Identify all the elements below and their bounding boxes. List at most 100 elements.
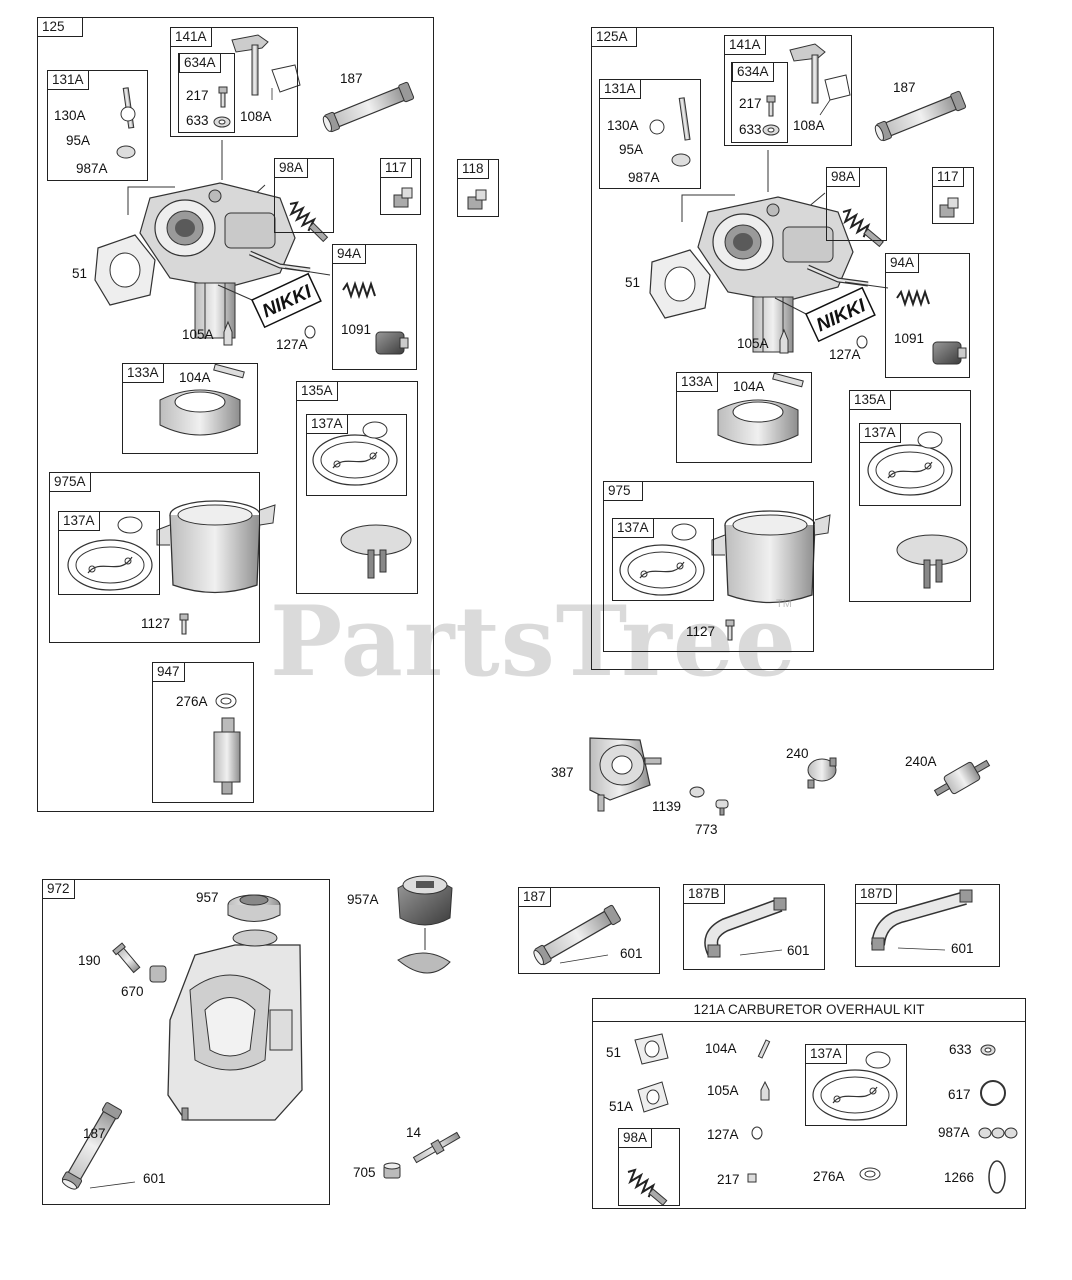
- fitting-117-right: [939, 197, 959, 218]
- carburetor-left: [127, 140, 331, 338]
- throttle-arm-141A-right: [789, 43, 851, 104]
- trademark-mark: TM: [776, 598, 792, 610]
- box-label: 187: [518, 887, 551, 907]
- oring-137A-right: [917, 431, 943, 449]
- kit-gasket-51: [634, 1033, 669, 1065]
- solenoid-947: [213, 717, 241, 795]
- box-label: 118: [457, 159, 489, 179]
- box-634A-left: 634A: [178, 53, 235, 133]
- part-label: 108A: [793, 118, 825, 133]
- part-label: 187: [893, 80, 916, 95]
- part-label: 987A: [628, 170, 660, 185]
- part-label: 957A: [347, 892, 379, 907]
- part-label: 1139: [652, 799, 682, 814]
- box-label: 137A: [306, 414, 348, 434]
- part-label: 127A: [276, 337, 308, 352]
- part-label: 108A: [240, 109, 272, 124]
- float-133A-right: [717, 372, 804, 446]
- kit-oring-1266: [988, 1160, 1006, 1194]
- part-label: 95A: [66, 133, 91, 148]
- part-label: 104A: [733, 379, 765, 394]
- box-135A-left: 135A: [296, 381, 418, 594]
- washer-1139: [689, 786, 705, 798]
- box-141A-left: 141A: [170, 27, 298, 137]
- needle-105A-right: [779, 328, 789, 354]
- box-label: 133A: [122, 363, 164, 383]
- needle-105A-left: [223, 320, 233, 346]
- group-box-125A: 125A: [591, 27, 994, 670]
- box-131A-right: 131A: [599, 79, 701, 189]
- part-label: 51A: [609, 1099, 634, 1114]
- filter-240A: [933, 759, 991, 797]
- part-label: 705: [353, 1165, 376, 1180]
- pin-773: [715, 799, 729, 816]
- part-label: 1127: [141, 616, 171, 631]
- carburetor-right: [681, 150, 889, 352]
- kit-washers-987A: [978, 1127, 1018, 1139]
- box-label: 117: [932, 167, 964, 187]
- nikki-logo-right: NIKKI: [805, 286, 876, 343]
- part-label: 1127: [686, 624, 716, 639]
- solenoid-1091-right: [932, 341, 967, 365]
- oring-975-right: [671, 523, 697, 541]
- part-label: 51: [72, 266, 88, 281]
- kit-gasket-51A: [637, 1081, 669, 1113]
- box-135A-right: 135A: [849, 390, 971, 602]
- box-133A-right: 133A: [676, 372, 812, 463]
- box-label: 125: [37, 17, 83, 37]
- part-label: 387: [551, 765, 574, 780]
- box-141A-right: 141A: [724, 35, 852, 146]
- part-label: 187: [340, 71, 363, 86]
- plate-135A-left: [340, 524, 412, 579]
- kit-pin-104A: [757, 1039, 771, 1059]
- washer-633-left: [213, 116, 231, 128]
- washer-276A-left: [215, 693, 237, 709]
- float-133A-left: [159, 363, 245, 436]
- cap-957: [227, 894, 281, 922]
- part-label: 601: [620, 946, 643, 961]
- box-975A: 975A: [49, 472, 260, 643]
- part-label: 987A: [76, 161, 108, 176]
- group-box-125: 125: [37, 17, 434, 812]
- solenoid-1091-left: [375, 331, 409, 355]
- part-label: 276A: [176, 694, 208, 709]
- box-label: 137A: [859, 423, 901, 443]
- box-label: 125A: [591, 27, 637, 47]
- grommet-670: [149, 965, 167, 983]
- washer-633-right: [762, 124, 780, 136]
- part-label: 104A: [705, 1041, 737, 1056]
- box-634A-right: 634A: [731, 62, 788, 143]
- box-187D: 187D: [855, 884, 1000, 967]
- box-label: 137A: [805, 1044, 847, 1064]
- part-label: 240A: [905, 754, 937, 769]
- box-label: 135A: [849, 390, 891, 410]
- fitting-190: [112, 942, 141, 974]
- part-label: 105A: [707, 1083, 739, 1098]
- box-117-left: 117: [380, 158, 421, 215]
- filter-240: [807, 757, 837, 789]
- box-972: 972: [42, 879, 330, 1205]
- needle-131A-left: [116, 87, 136, 159]
- box-137A-left-2: 137A: [58, 511, 160, 595]
- kit-screw-217: [747, 1173, 757, 1183]
- part-label: 105A: [182, 327, 214, 342]
- part-label: 217: [186, 88, 209, 103]
- part-label: 240: [786, 746, 809, 761]
- part-label: 773: [695, 822, 718, 837]
- kit-box-98A: 98A: [618, 1128, 680, 1206]
- box-98A-left: 98A: [274, 158, 334, 233]
- kit-needle-105A: [760, 1080, 770, 1101]
- leader-lines: [89, 88, 946, 1189]
- part-label: 130A: [607, 118, 639, 133]
- box-label: 98A: [274, 158, 309, 178]
- part-label: 51: [625, 275, 641, 290]
- box-131A-left: 131A: [47, 70, 148, 181]
- kit-oring-137A: [865, 1051, 891, 1069]
- part-label: 130A: [54, 108, 86, 123]
- part-label: 276A: [813, 1169, 845, 1184]
- box-label: 634A: [732, 62, 774, 82]
- box-label: 141A: [724, 35, 766, 55]
- part-label: 957: [196, 890, 219, 905]
- box-94A-right: 94A: [885, 253, 970, 378]
